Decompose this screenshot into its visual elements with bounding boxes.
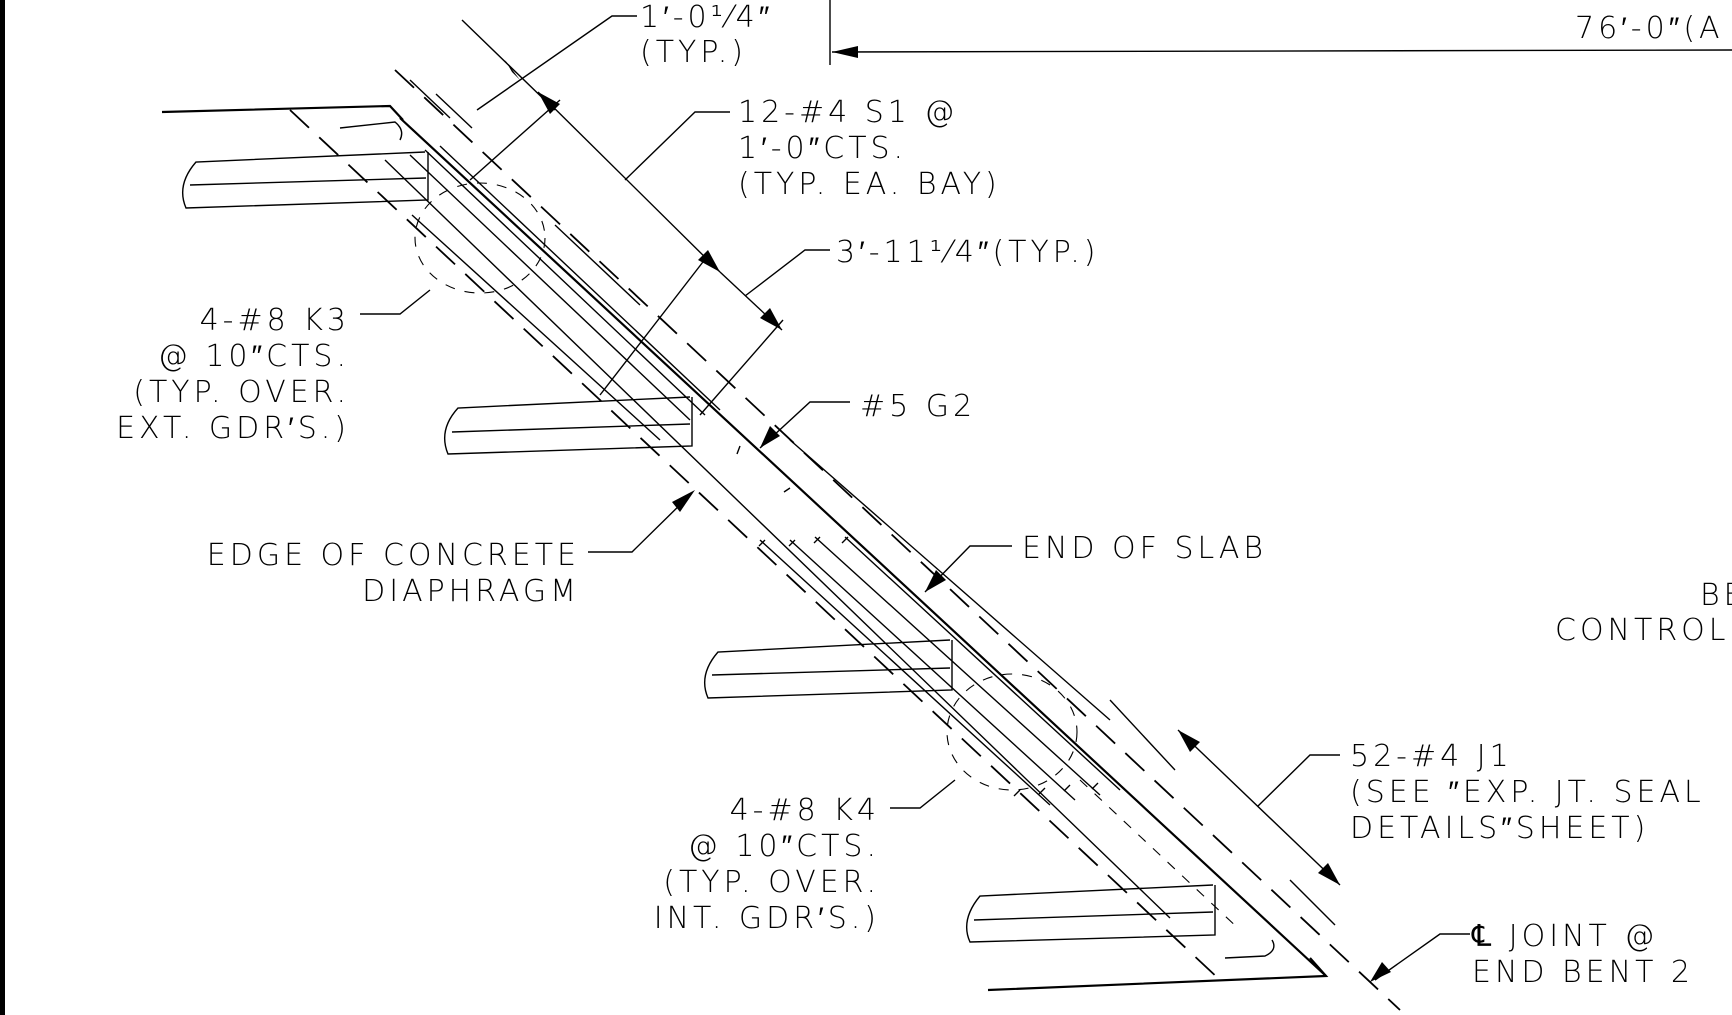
joint-leader — [1374, 933, 1470, 981]
rebar-k4-line — [814, 536, 1101, 796]
rebar-k4-line — [844, 536, 1121, 791]
spacing-ext-1 — [599, 257, 707, 396]
rebar-k3-line — [439, 145, 721, 411]
control-partial-label: CONTROL — [1555, 613, 1730, 648]
k3-label-1: 4-#8 K3 — [200, 303, 350, 338]
s1-ext-short — [554, 224, 641, 306]
k3-label-2: @ 10″CTS. — [158, 339, 350, 374]
edge-label-2: DIAPHRAGM — [362, 574, 580, 609]
girder-3 — [704, 639, 953, 699]
bar-hook — [1013, 782, 1099, 797]
joint-label-1: ℄ JOINT @ — [1471, 919, 1658, 954]
joint-centerline — [394, 69, 1401, 1011]
detail-circle-k4 — [946, 673, 1078, 791]
j1-label-3: DETAILS″SHEET) — [1350, 811, 1649, 846]
top-dim-leader — [476, 15, 637, 111]
s1-ext-line — [469, 99, 561, 181]
g2-arrow — [760, 426, 780, 448]
rebar-k3-line — [411, 214, 661, 441]
j1-arrow-bottom — [1318, 863, 1340, 885]
top-dim-ext-1 — [409, 79, 451, 119]
joint-label-2: END BENT 2 — [1472, 955, 1694, 990]
be-partial-label: BE — [1700, 578, 1732, 613]
j1-label-2: (SEE ″EXP. JT. SEAL — [1350, 775, 1705, 810]
s1-dim-arrow-bottom — [698, 250, 720, 272]
joint-arrow — [1370, 962, 1391, 982]
k3-label-3: (TYP. OVER. — [133, 375, 350, 410]
girder-1-web — [189, 177, 427, 186]
s1-label-1: 12-#4 S1 @ — [738, 95, 958, 130]
edge-leader — [588, 494, 691, 553]
rebar-k4-line — [759, 539, 1051, 806]
j1-arrow-top — [1178, 730, 1200, 752]
girder-3-web — [711, 667, 951, 676]
spacing-label: 3′-11¹⁄4″(TYP.) — [836, 235, 1099, 270]
j1-dim-line — [1177, 729, 1341, 886]
diaphragm-inner-line — [384, 159, 1171, 919]
sheet-border — [0, 0, 5, 1015]
deck-edge-bottom — [987, 957, 1329, 992]
s1-leader — [624, 111, 730, 181]
k4-label-2: @ 10″CTS. — [688, 829, 880, 864]
rebar-j1-line — [789, 439, 1111, 721]
end-of-slab-line — [399, 117, 1327, 977]
k3-label-4: EXT. GDR′S.) — [116, 411, 350, 446]
bar-hook — [1224, 939, 1275, 959]
top-dim-label: 1′-0¹⁄4″ — [640, 0, 773, 35]
deck-edge-top — [161, 104, 404, 121]
top-dim-ext-2 — [435, 93, 473, 129]
k4-label-1: 4-#8 K4 — [730, 793, 880, 828]
s1-label-2: 1′-0″CTS. — [738, 131, 907, 166]
rebar-k4-line — [789, 539, 1076, 801]
edge-arrow — [672, 490, 695, 512]
edge-of-diaphragm-dashed — [289, 109, 1221, 981]
k4-label-4: INT. GDR′S.) — [654, 901, 880, 936]
g2-leader — [759, 401, 850, 449]
edge-label-1: EDGE OF CONCRETE — [207, 538, 580, 573]
girder-2-web — [451, 423, 691, 433]
spacing-dim-arrow — [760, 308, 782, 330]
end-slab-arrow — [925, 570, 946, 592]
j1-ext-1 — [1109, 699, 1176, 771]
girder-2 — [444, 396, 693, 455]
g2-label: #5 G2 — [860, 389, 976, 424]
rebar-j1-line — [1079, 779, 1241, 931]
overall-dimension-arrow — [832, 46, 858, 58]
j1-leader — [1257, 754, 1340, 807]
detail-circle-k3 — [414, 182, 546, 294]
girder-4-web — [973, 911, 1214, 921]
k4-leader — [890, 779, 956, 809]
s1-dim-line — [537, 91, 721, 273]
top-dim-typ: (TYP.) — [640, 35, 747, 70]
bar-hook — [339, 121, 403, 141]
end-slab-label: END OF SLAB — [1022, 531, 1267, 566]
j1-ext-2 — [1289, 879, 1336, 926]
rebar-k3-line — [409, 154, 691, 421]
spacing-ext-2 — [699, 319, 784, 416]
girder-1 — [182, 151, 429, 209]
overall-dim-label: 76′-0″(A — [1575, 11, 1724, 46]
s1-label-3: (TYP. EA. BAY) — [738, 167, 1001, 202]
j1-label-1: 52-#4 J1 — [1350, 739, 1513, 774]
s1-dim-arrow-top — [538, 92, 560, 114]
k4-label-3: (TYP. OVER. — [663, 865, 880, 900]
rebar-k3-line — [424, 149, 706, 416]
k3-leader — [360, 289, 431, 315]
girder-4 — [966, 884, 1216, 943]
overall-dimension-line — [831, 49, 1732, 53]
top-dim-arrow — [505, 60, 520, 80]
spacing-leader — [744, 249, 830, 297]
bar-hook — [736, 445, 849, 547]
